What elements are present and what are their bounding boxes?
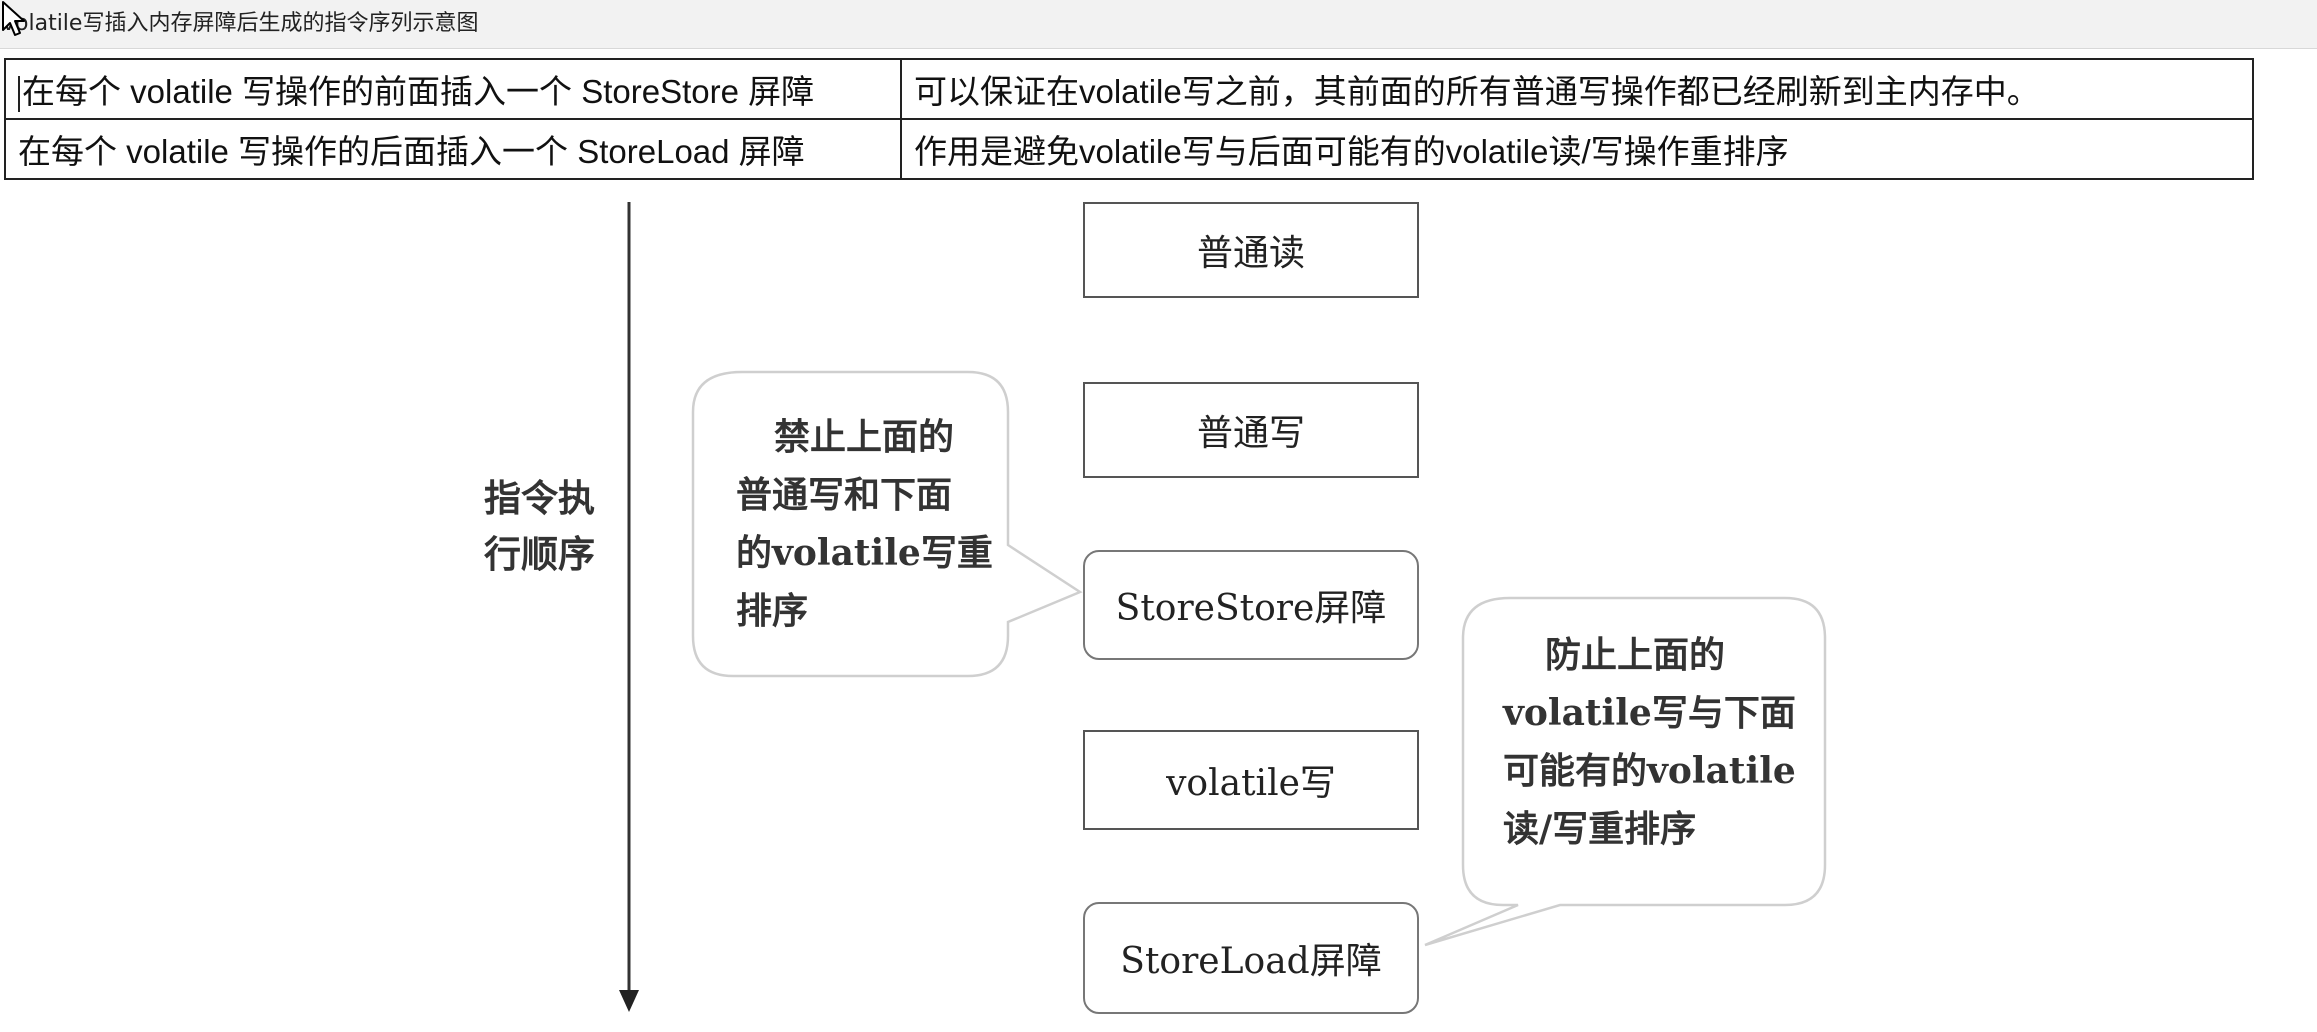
table-cell-effect[interactable]: 可以保证在volatile写之前，其前面的所有普通写操作都已经刷新到主内存中。: [900, 58, 2254, 120]
table-cell-effect[interactable]: 作用是避免volatile写与后面可能有的volatile读/写操作重排序: [900, 118, 2254, 180]
arrow-down-icon: [619, 990, 639, 1012]
callout-right-bubble: [1424, 596, 1827, 947]
mouse-cursor-icon: [2, 1, 25, 36]
step-normal-read: 普通读: [1083, 202, 1419, 298]
step-storestore-barrier: StoreStore屏障: [1083, 550, 1419, 660]
axis-label-line: 行顺序: [484, 532, 595, 576]
barrier-rules-table: 在每个 volatile 写操作的前面插入一个 StoreStore 屏障 可以…: [4, 58, 2254, 180]
axis-label-line: 指令执: [484, 476, 595, 520]
step-storeload-barrier: StoreLoad屏障: [1083, 902, 1419, 1014]
page-header: volatile写插入内存屏障后生成的指令序列示意图: [0, 0, 2317, 49]
callout-right-text: 防止上面的 volatile写与下面 可能有的volatile 读/写重排序: [1503, 626, 1803, 858]
callout-line: 的volatile写重: [736, 532, 993, 574]
table-cell-rule[interactable]: 在每个 volatile 写操作的前面插入一个 StoreStore 屏障: [4, 58, 902, 120]
table-cell-rule[interactable]: 在每个 volatile 写操作的后面插入一个 StoreLoad 屏障: [4, 118, 902, 180]
rule-text: 在每个 volatile 写操作的后面插入一个 StoreLoad 屏障: [18, 133, 805, 170]
callout-line: 排序: [736, 590, 809, 632]
step-volatile-write: volatile写: [1083, 730, 1419, 830]
effect-text: 作用是避免volatile写与后面可能有的volatile读/写操作重排序: [914, 133, 1789, 170]
callout-line: 禁止上面的: [774, 416, 955, 458]
table-row: 在每个 volatile 写操作的后面插入一个 StoreLoad 屏障 作用是…: [4, 118, 2254, 180]
callout-line: 读/写重排序: [1503, 808, 1697, 850]
step-normal-write: 普通写: [1083, 382, 1419, 478]
callout-line: 可能有的volatile: [1503, 750, 1796, 792]
axis-label: 指令执 行顺序: [484, 470, 624, 582]
page-title: volatile写插入内存屏障后生成的指令序列示意图: [2, 11, 479, 36]
callout-line: 防止上面的: [1545, 634, 1726, 676]
callout-left-text: 禁止上面的 普通写和下面 的volatile写重 排序: [736, 408, 1000, 640]
rule-text: 在每个 volatile 写操作的前面插入一个 StoreStore 屏障: [22, 73, 815, 110]
callout-line: volatile写与下面: [1503, 692, 1796, 734]
text-caret-icon: [18, 76, 20, 113]
callout-left-bubble: [691, 370, 1083, 678]
effect-text: 可以保证在volatile写之前，其前面的所有普通写操作都已经刷新到主内存中。: [914, 73, 2040, 110]
callout-line: 普通写和下面: [736, 474, 953, 516]
table-row: 在每个 volatile 写操作的前面插入一个 StoreStore 屏障 可以…: [4, 58, 2254, 120]
